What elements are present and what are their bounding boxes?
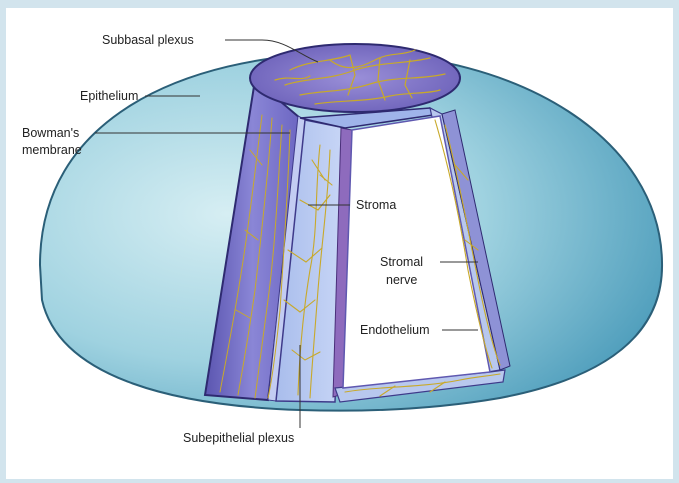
label-bowmans-line2: membrane: [22, 143, 82, 157]
label-subbasal-plexus: Subbasal plexus: [102, 33, 194, 47]
label-stroma: Stroma: [356, 198, 396, 212]
label-stromal-nerve-line1: Stromal: [380, 255, 423, 269]
label-bowmans-line1: Bowman's: [22, 126, 79, 140]
label-stromal-nerve-line2: nerve: [386, 273, 417, 287]
label-epithelium: Epithelium: [80, 89, 138, 103]
label-endothelium: Endothelium: [360, 323, 430, 337]
label-subepithelial-plexus: Subepithelial plexus: [183, 431, 294, 445]
